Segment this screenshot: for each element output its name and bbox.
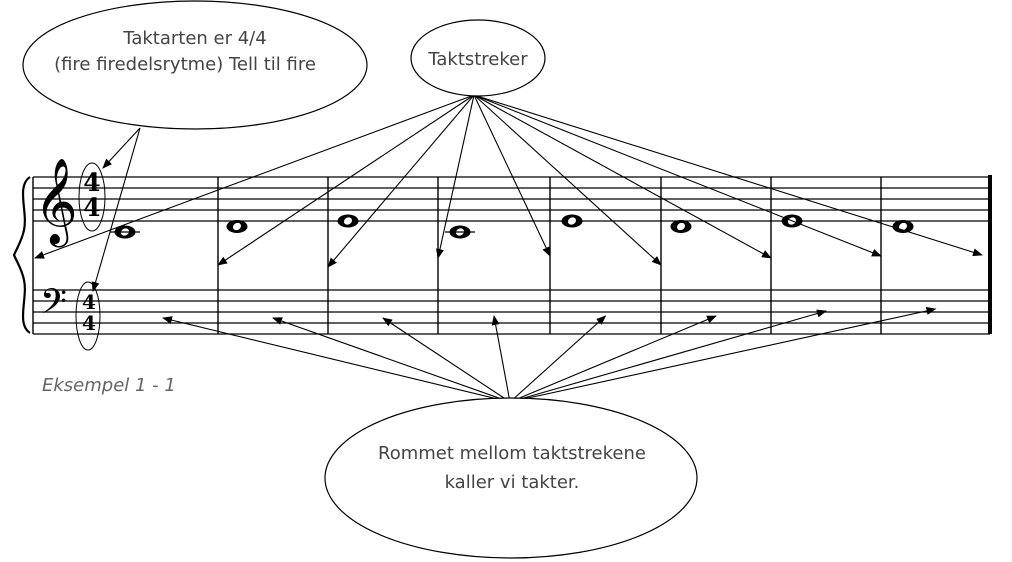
treble-staff [33, 176, 990, 222]
measures-callout-bubble [324, 397, 698, 559]
measure-arrow [509, 315, 607, 403]
barline-arrow [473, 94, 772, 259]
barline-arrow [34, 94, 475, 259]
barline-arrow [436, 94, 475, 259]
barline-arrow [473, 94, 551, 257]
time-signature-callout-line2: (fire firedelsrytme) Tell til fire [54, 54, 316, 75]
barline-arrow [473, 94, 662, 266]
bass-time-sig-circle [75, 281, 101, 351]
barline-arrow [473, 94, 882, 257]
treble-time-sig-numerator: 4 [83, 168, 100, 197]
bass-time-sig-numerator: 4 [82, 290, 96, 314]
barline-arrow [473, 94, 983, 257]
bass-time-sig-denominator: 4 [82, 311, 96, 335]
bass-staff [33, 289, 990, 335]
barlines-callout-label: Taktstreker [427, 49, 528, 70]
whole-note [445, 225, 475, 239]
whole-note [892, 220, 914, 233]
treble-time-sig-circle [78, 162, 106, 232]
measure-arrow [509, 307, 937, 403]
grand-staff-brace [12, 176, 31, 334]
whole-note [110, 225, 140, 239]
treble-clef-icon: 𝄞 [34, 158, 78, 248]
whole-note [561, 214, 583, 228]
barline-arrow [327, 94, 475, 268]
measure-arrow [162, 316, 511, 403]
measure-arrow [509, 309, 827, 403]
whole-note [226, 220, 248, 233]
measure-arrow [272, 317, 511, 403]
measures-callout-line2: kaller vi takter. [445, 472, 580, 493]
treble-time-sig-denominator: 4 [83, 193, 100, 222]
time-signature-callout-line1: Taktarten er 4/4 [122, 28, 266, 49]
treble-notes [110, 214, 914, 239]
time-signature-callout-bubble [22, 0, 368, 130]
barline-arrow [217, 94, 475, 266]
measure-arrow [382, 317, 511, 403]
time-signature-arrow [102, 127, 141, 169]
callout-arrows [34, 94, 983, 403]
time-signature-arrow [91, 127, 141, 292]
whole-note [670, 220, 692, 233]
barlines [32, 177, 882, 334]
measure-arrow [509, 315, 717, 403]
whole-note [337, 214, 359, 228]
measure-arrow [491, 315, 511, 403]
barlines-callout-bubble [410, 19, 546, 97]
example-caption: Eksempel 1 - 1 [42, 375, 176, 396]
bass-clef-icon: 𝄢 [40, 281, 67, 330]
measures-callout-line1: Rommet mellom taktstrekene [378, 443, 646, 464]
